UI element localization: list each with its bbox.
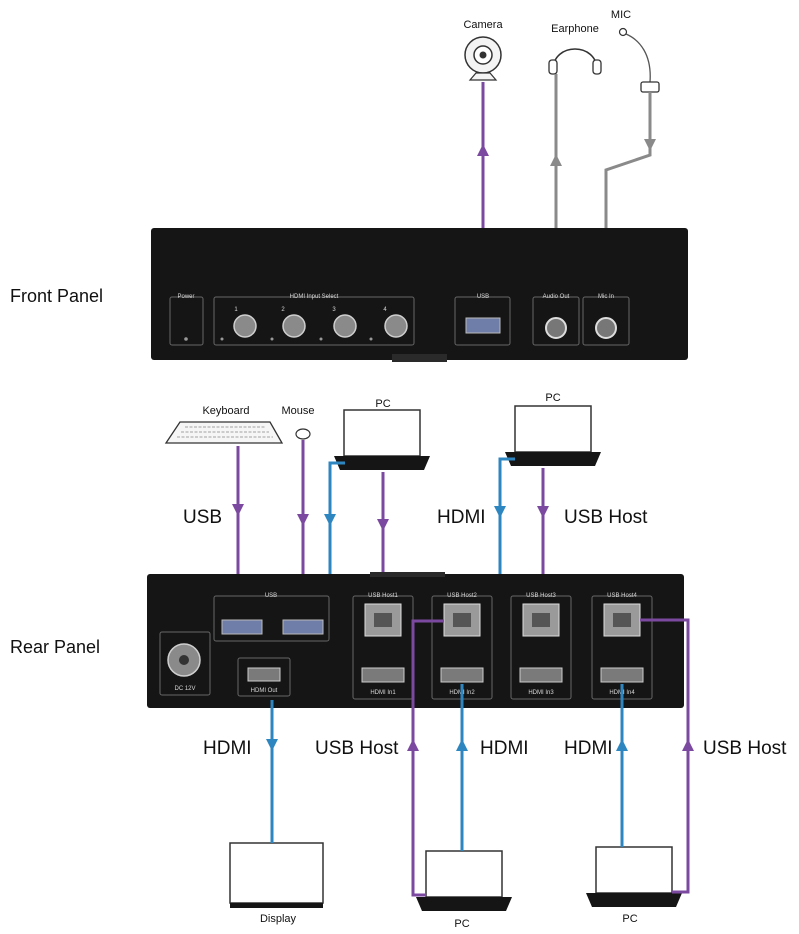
input-select-button-2[interactable]: 2 (281, 307, 306, 338)
input-select-button-1[interactable]: 1 (233, 307, 257, 338)
pc3-hdmi-cable (494, 457, 515, 518)
camera-label: Camera (463, 19, 503, 31)
hdmi-input-select-group (213, 296, 415, 346)
hdmi-connection-label-pc4: HDMI (564, 738, 613, 759)
pc-bottom-right-label: PC (622, 913, 637, 925)
laptop-icon (595, 846, 673, 894)
mic-in-label: Mic In (598, 294, 614, 300)
hdmi-out-port[interactable] (237, 657, 291, 697)
usb-host1-label: USB Host1 (368, 593, 398, 599)
pc-top-left: PC (334, 398, 430, 470)
front-usb-label: USB (477, 294, 489, 300)
usb-host-connection-label-top: USB Host (564, 507, 648, 528)
pc1-hdmi-cable (324, 461, 345, 526)
earphone-device: Earphone (548, 23, 602, 75)
front-usb-port[interactable] (454, 296, 511, 346)
pc-top-left-label: PC (375, 398, 390, 410)
mic-label: MIC (611, 9, 631, 21)
pc-bottom-right: PC (586, 846, 682, 925)
power-button[interactable] (169, 296, 204, 346)
mic-in-port[interactable] (582, 296, 630, 346)
laptop-icon (343, 409, 421, 457)
front-panel-label: Front Panel (10, 286, 103, 306)
hdmi-connection-label-pc2: HDMI (480, 738, 529, 759)
hdmi-in1-label: HDMI In1 (370, 690, 396, 696)
monitor-icon (229, 842, 324, 904)
hdmi-in2-port[interactable] (440, 667, 484, 683)
usb-connection-label: USB (183, 507, 222, 528)
pc2-usb-cable (407, 739, 426, 897)
pc4-usb-cable (672, 739, 694, 894)
rear-panel: DC 12V USB HDMI Out USB Host1 HDMI In1 U… (147, 572, 684, 708)
microphone-icon (618, 27, 628, 37)
laptop-icon (425, 850, 503, 898)
mouse-usb-port[interactable] (282, 619, 324, 635)
headphone-icon (552, 48, 598, 71)
keyboard-usb-port[interactable] (221, 619, 263, 635)
mouse-icon (295, 428, 311, 440)
pc-bottom-left-label: PC (454, 918, 469, 930)
hdmi-connection-label-top: HDMI (437, 507, 486, 528)
pc-top-right-label: PC (545, 392, 560, 404)
hdmi-out-label: HDMI Out (251, 688, 278, 694)
usb-host-connection-label-pc2: USB Host (315, 738, 399, 759)
rear-port-group-1: USB Host1 HDMI In1 (352, 593, 414, 700)
keyboard-label: Keyboard (202, 405, 249, 417)
camera-device: Camera (463, 19, 503, 81)
svg-text:1: 1 (234, 307, 238, 313)
rear-port-group-3: USB Host3 HDMI In3 (510, 593, 572, 700)
hdmi-connection-label-display: HDMI (203, 738, 252, 759)
laptop-icon (514, 405, 592, 453)
usb-host3-label: USB Host3 (526, 593, 556, 599)
power-label: Power (177, 294, 194, 300)
keyboard-device: Keyboard (164, 405, 284, 444)
rear-usb-label: USB (265, 593, 277, 599)
usb-host-connection-label-pc4: USB Host (703, 738, 787, 759)
display-device: Display (229, 842, 324, 925)
svg-text:4: 4 (383, 307, 387, 313)
audio-out-port[interactable] (532, 296, 580, 346)
mouse-label: Mouse (281, 405, 314, 417)
earphone-label: Earphone (551, 23, 599, 35)
mic-device: MIC (611, 9, 660, 93)
rear-panel-label: Rear Panel (10, 637, 100, 657)
audio-out-label: Audio Out (543, 294, 570, 300)
hdmi-input-select-label: HDMI Input Select (290, 294, 339, 300)
keyboard-icon (164, 421, 284, 444)
hdmi-in1-port[interactable] (361, 667, 405, 683)
rear-usb-ports (213, 595, 330, 642)
svg-text:2: 2 (281, 307, 285, 313)
mouse-device: Mouse (281, 405, 315, 440)
display-label: Display (260, 913, 297, 925)
usb-host2-label: USB Host2 (447, 593, 477, 599)
dc-power-port[interactable] (159, 631, 211, 696)
pc-bottom-left: PC (416, 850, 512, 930)
dc-label: DC 12V (174, 686, 195, 692)
front-panel: Power HDMI Input Select 1 2 3 4 USB (151, 228, 688, 362)
hdmi-in4-port[interactable] (600, 667, 644, 683)
input-select-button-3[interactable]: 3 (332, 307, 357, 338)
hdmi-in3-port[interactable] (519, 667, 563, 683)
input-select-button-4[interactable]: 4 (383, 307, 408, 338)
usb-host4-label: USB Host4 (607, 593, 637, 599)
pc-top-right: PC (505, 392, 601, 466)
hdmi-in3-label: HDMI In3 (528, 690, 554, 696)
svg-text:3: 3 (332, 307, 336, 313)
